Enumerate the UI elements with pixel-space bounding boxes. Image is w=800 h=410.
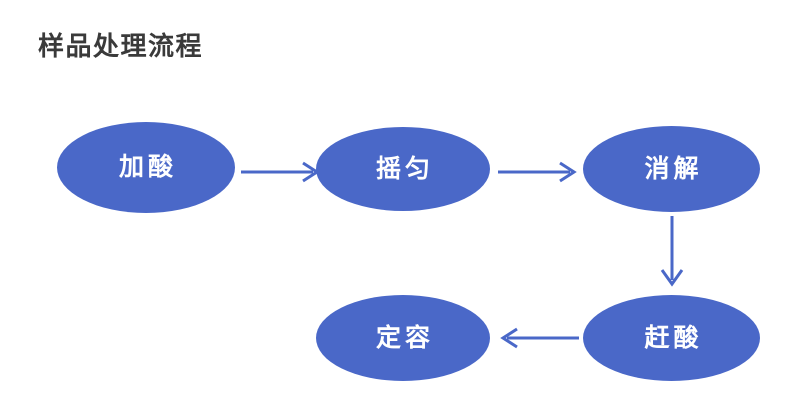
flow-node-xiaojie[interactable]: 消解 bbox=[583, 126, 760, 212]
flow-node-dingrong[interactable]: 定容 bbox=[316, 295, 490, 381]
arrow-right-icon bbox=[241, 161, 320, 183]
flow-node-label: 赶酸 bbox=[644, 323, 703, 352]
flow-node-jiasuan[interactable]: 加酸 bbox=[57, 122, 235, 213]
flow-arrow-right-jiasuan-to-yaoyun bbox=[241, 158, 323, 186]
flow-node-label: 加酸 bbox=[118, 153, 177, 181]
arrow-right-icon bbox=[498, 161, 577, 183]
flow-arrow-left-gansuan-to-dingrong bbox=[497, 324, 579, 352]
arrow-left-icon bbox=[500, 327, 579, 349]
flow-node-label: 摇匀 bbox=[375, 154, 434, 183]
flow-arrow-right-yaoyun-to-xiaojie bbox=[498, 158, 580, 186]
arrow-down-icon bbox=[660, 216, 684, 287]
flow-node-yaoyun[interactable]: 摇匀 bbox=[316, 127, 490, 211]
flow-node-gansuan[interactable]: 赶酸 bbox=[583, 295, 760, 381]
flow-node-label: 消解 bbox=[644, 154, 703, 183]
flow-node-label: 定容 bbox=[375, 323, 434, 352]
page-title: 样品处理流程 bbox=[38, 31, 204, 61]
flow-arrow-down-xiaojie-to-gansuan bbox=[656, 216, 688, 290]
